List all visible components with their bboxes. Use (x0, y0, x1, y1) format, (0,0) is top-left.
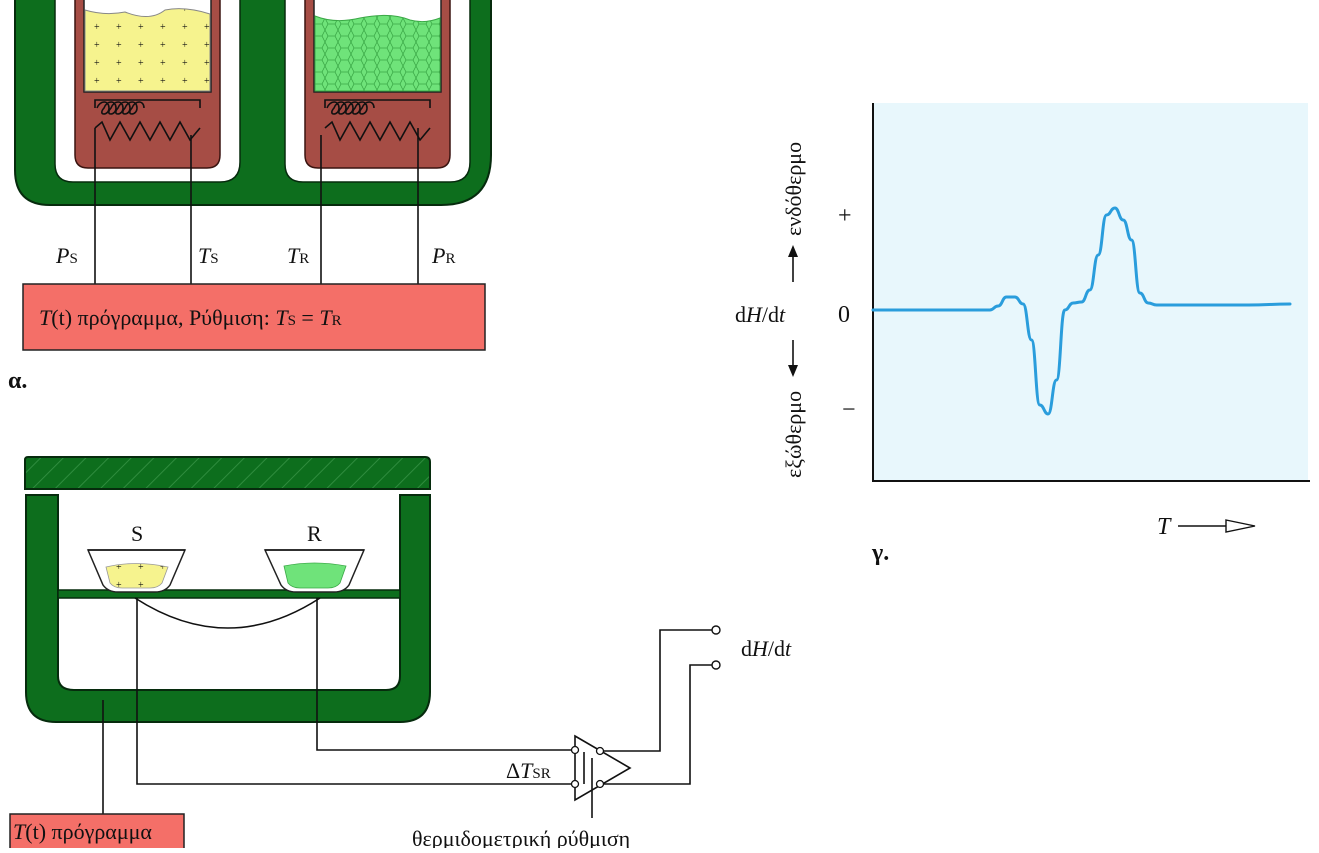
reference-material (314, 14, 441, 92)
endothermic-label: ενδόθερμο (781, 142, 806, 236)
panel-a: PS TS TR PR T(t) πρόγραμμα, Ρύθμιση: TS … (8, 0, 492, 394)
x-arrow-icon (1225, 519, 1256, 533)
thermocouple-arc (134, 597, 321, 629)
plot-background (873, 103, 1308, 481)
ts-label: TS (198, 243, 219, 268)
output-terminal-top (711, 625, 721, 635)
sample-pan-fill (105, 563, 169, 589)
panel-c: + 0 − dH/dt ενδόθερμο εξώθερμο T γ. (735, 103, 1310, 566)
panel-c-label: γ. (871, 540, 889, 566)
panel-a-label: α. (8, 368, 27, 394)
program-box-a-text: T(t) πρόγραμμα, Ρύθμιση: TS = TR (39, 305, 342, 330)
tick-plus: + (838, 203, 852, 229)
output-wire-top (603, 629, 712, 752)
pr-label: PR (431, 243, 455, 268)
furnace-body (25, 494, 431, 723)
reference-label-b: R (307, 521, 322, 546)
down-arrow-icon (788, 365, 798, 377)
up-arrow-icon (788, 245, 798, 257)
panel-b: S R dH/dt ΔTSR θερμιδομετρική ρύθμιση T(… (9, 456, 792, 853)
tick-zero: 0 (838, 302, 850, 328)
program-box-b-text: T(t) πρόγραμμα (13, 819, 152, 844)
exothermic-label: εξώθερμο (781, 391, 806, 478)
control-label: θερμιδομετρική ρύθμιση (412, 826, 630, 848)
tr-label: TR (287, 243, 309, 268)
sample-label-b: S (131, 521, 143, 546)
sensor-plate (57, 589, 401, 599)
program-box-a (22, 283, 486, 351)
output-label: dH/dt (741, 636, 792, 661)
furnace-lid (24, 456, 431, 490)
reference-lead (316, 598, 573, 751)
sample-coil (94, 99, 201, 142)
ps-label: PS (55, 243, 78, 268)
y-axis-label: dH/dt (735, 302, 786, 327)
sample-lead (136, 598, 573, 785)
dsc-curve-series (871, 206, 1292, 416)
reference-pan-fill (283, 562, 347, 589)
tick-minus: − (842, 397, 856, 423)
delta-t-label: ΔTSR (506, 758, 551, 783)
sample-material (84, 8, 211, 92)
output-terminal-bottom (711, 660, 721, 670)
reference-coil (324, 99, 431, 142)
x-axis-label: T (1157, 514, 1172, 540)
output-wire-bottom (603, 664, 712, 785)
panel-a-leads (94, 128, 419, 284)
